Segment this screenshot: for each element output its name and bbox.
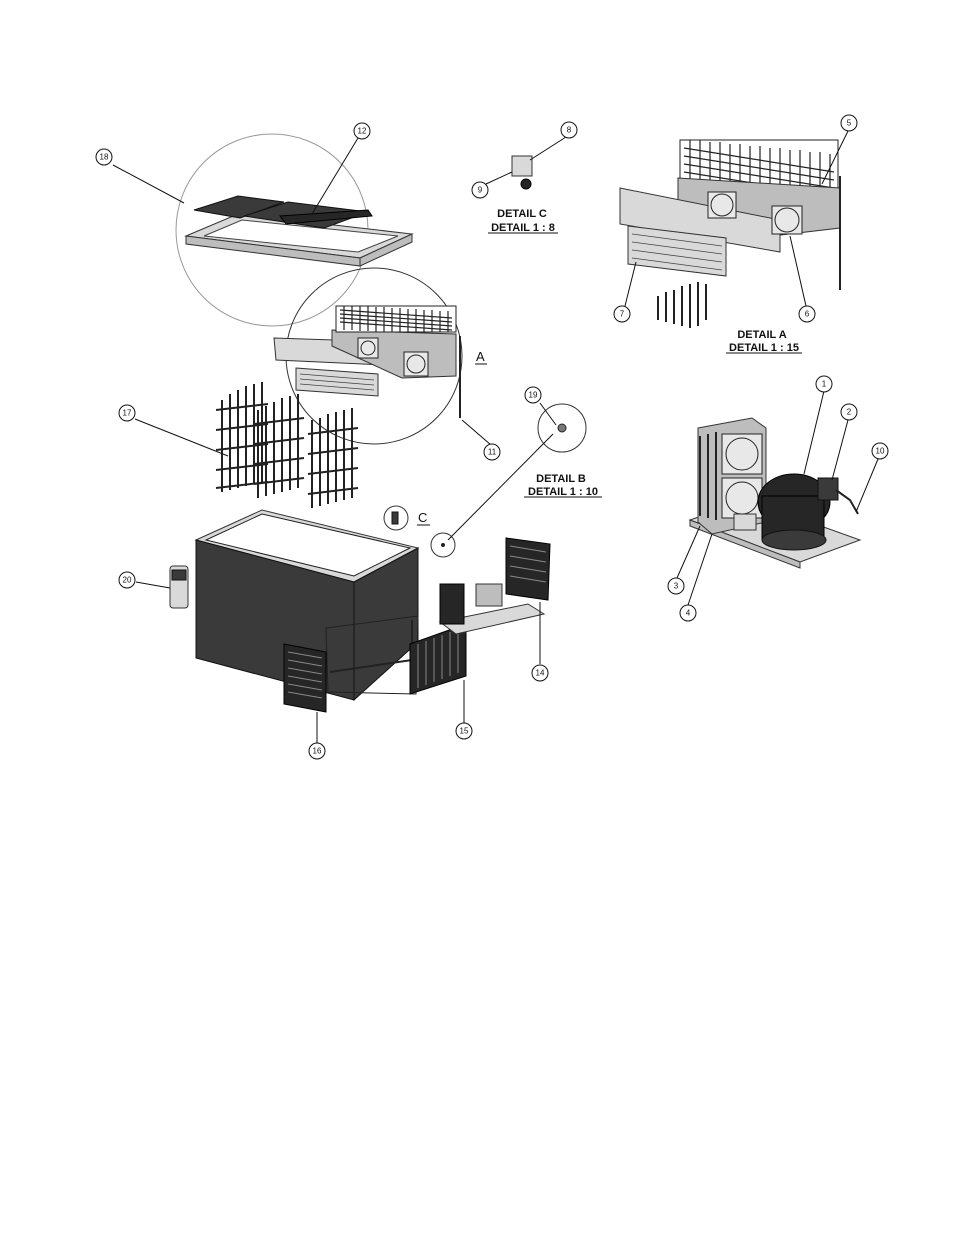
balloon-4-label: 4 xyxy=(686,609,691,618)
balloon-1-label: 1 xyxy=(822,380,827,389)
balloon-3: 3 xyxy=(668,578,684,594)
detail-a-scale: DETAIL 1 : 15 xyxy=(729,342,799,354)
balloon-6-label: 6 xyxy=(805,310,810,319)
balloon-2: 2 xyxy=(841,404,857,420)
balloon-2-label: 2 xyxy=(847,408,852,417)
detail-a-letter: A xyxy=(476,349,485,364)
balloon-6: 6 xyxy=(799,306,815,322)
balloon-17-label: 17 xyxy=(123,409,132,418)
detail-c-letter: C xyxy=(418,510,427,525)
balloon-8-label: 8 xyxy=(567,126,572,135)
balloon-4: 4 xyxy=(680,605,696,621)
lid-assembly xyxy=(186,196,412,266)
detail-c-name: DETAIL C xyxy=(497,208,547,220)
balloon-16: 16 xyxy=(309,743,325,759)
remote-control xyxy=(170,566,188,608)
balloon-14: 14 xyxy=(532,665,548,681)
balloon-18: 18 xyxy=(96,149,112,165)
detail-c-label: DETAIL C DETAIL 1 : 8 xyxy=(488,208,558,234)
balloon-15: 15 xyxy=(456,723,472,739)
balloon-19-label: 19 xyxy=(529,391,538,400)
balloon-9-label: 9 xyxy=(478,186,483,195)
balloon-9: 9 xyxy=(472,182,488,198)
wire-shelves xyxy=(216,382,358,508)
balloon-7: 7 xyxy=(614,306,630,322)
balloon-8: 8 xyxy=(561,122,577,138)
balloon-11-label: 11 xyxy=(488,448,497,457)
detail-a-name: DETAIL A xyxy=(737,329,786,341)
balloon-11: 11 xyxy=(484,444,500,460)
balloon-1: 1 xyxy=(816,376,832,392)
balloon-7-label: 7 xyxy=(620,310,625,319)
balloon-3-label: 3 xyxy=(674,582,679,591)
balloon-19: 19 xyxy=(525,387,541,403)
evaporator-assembly xyxy=(274,306,460,418)
balloon-15-label: 15 xyxy=(460,727,469,736)
balloon-14-label: 14 xyxy=(536,669,545,678)
detail-b-label: DETAIL B DETAIL 1 : 10 xyxy=(524,473,602,498)
balloon-12: 12 xyxy=(354,123,370,139)
balloon-5-label: 5 xyxy=(847,119,852,128)
valve-part xyxy=(512,156,532,189)
balloon-10-label: 10 xyxy=(876,447,885,456)
detail-b-scale: DETAIL 1 : 10 xyxy=(528,486,598,498)
balloon-20: 20 xyxy=(119,572,135,588)
balloon-12-label: 12 xyxy=(358,127,367,136)
detail-c-scale: DETAIL 1 : 8 xyxy=(491,222,555,234)
front-louver xyxy=(284,644,326,712)
rear-louver xyxy=(506,538,550,600)
balloon-16-label: 16 xyxy=(313,747,322,756)
balloon-10: 10 xyxy=(872,443,888,459)
detail-a-label: DETAIL A DETAIL 1 : 15 xyxy=(726,329,802,354)
balloon-5: 5 xyxy=(841,115,857,131)
balloon-17: 17 xyxy=(119,405,135,421)
condensing-unit-detail xyxy=(690,418,860,568)
balloon-18-label: 18 xyxy=(100,153,109,162)
detail-b-name: DETAIL B xyxy=(536,473,586,485)
balloon-20-label: 20 xyxy=(123,576,132,585)
detail-a-evaporator xyxy=(620,140,840,328)
